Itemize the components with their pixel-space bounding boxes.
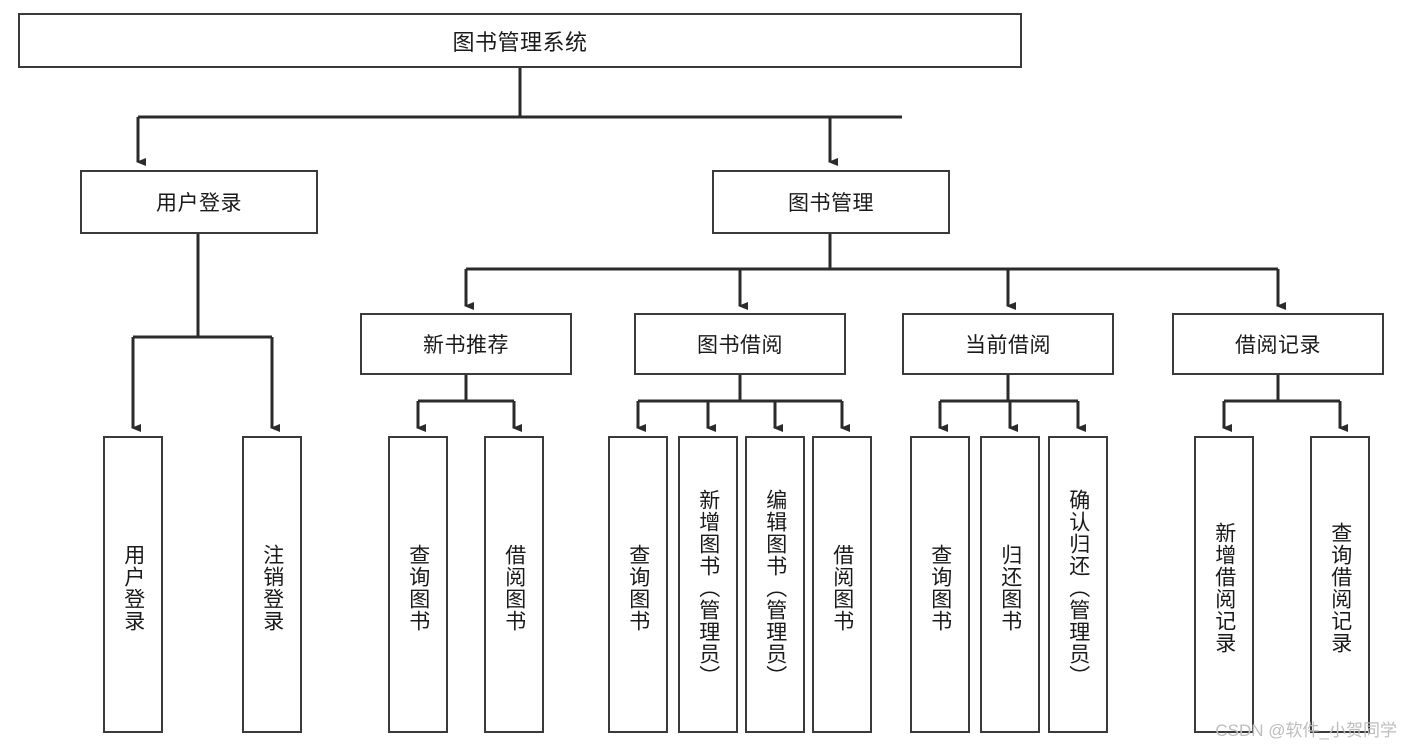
leaf-content: 用户登录	[105, 444, 161, 731]
node-current-borrow[interactable]: 当前借阅	[902, 313, 1114, 375]
csdn-watermark: CSDN @软件_小贺同学	[1215, 721, 1397, 740]
node-label: 查询借阅记录	[1328, 521, 1352, 654]
node-label: 查询图书	[406, 543, 430, 632]
leaf-query-book-new[interactable]: 查询图书	[388, 436, 448, 733]
leaf-content: 编辑图书（管理员）	[747, 444, 803, 731]
node-label: 借阅记录	[1235, 334, 1321, 357]
leaf-return-book[interactable]: 归还图书	[980, 436, 1040, 733]
leaf-query-book-borrow[interactable]: 查询图书	[608, 436, 668, 733]
node-label: 注销登录	[260, 543, 284, 632]
node-label: 新增借阅记录	[1212, 521, 1236, 654]
node-label: 图书借阅	[697, 334, 783, 357]
leaf-content: 注销登录	[244, 444, 300, 731]
node-label: 当前借阅	[965, 334, 1051, 357]
node-label: 归还图书	[998, 543, 1022, 632]
leaf-query-book-current[interactable]: 查询图书	[910, 436, 970, 733]
leaf-confirm-return-admin[interactable]: 确认归还（管理员）	[1048, 436, 1108, 733]
node-label: 用户登录	[156, 192, 242, 215]
leaf-borrow-book[interactable]: 借阅图书	[812, 436, 872, 733]
leaf-content: 借阅图书	[814, 444, 870, 731]
node-label: 图书管理	[788, 192, 874, 215]
leaf-content: 查询图书	[390, 444, 446, 731]
node-new-book-recommend[interactable]: 新书推荐	[360, 313, 572, 375]
leaf-content: 确认归还（管理员）	[1050, 444, 1106, 731]
leaf-content: 新增借阅记录	[1196, 444, 1252, 731]
leaf-edit-book-admin[interactable]: 编辑图书（管理员）	[745, 436, 805, 733]
node-book-borrow[interactable]: 图书借阅	[634, 313, 846, 375]
node-root-system[interactable]: 图书管理系统	[18, 13, 1022, 68]
node-user-login[interactable]: 用户登录	[80, 170, 318, 234]
leaf-content: 查询图书	[610, 444, 666, 731]
node-label: 新增图书（管理员）	[696, 488, 720, 687]
node-book-management[interactable]: 图书管理	[712, 170, 950, 234]
leaf-query-borrow-record[interactable]: 查询借阅记录	[1310, 436, 1370, 733]
leaf-content: 新增图书（管理员）	[680, 444, 736, 731]
node-label: 图书管理系统	[452, 29, 588, 55]
leaf-content: 查询借阅记录	[1312, 444, 1368, 731]
leaf-content: 查询图书	[912, 444, 968, 731]
node-borrow-record[interactable]: 借阅记录	[1172, 313, 1384, 375]
leaf-content: 归还图书	[982, 444, 1038, 731]
node-label: 用户登录	[121, 543, 145, 632]
node-label: 确认归还（管理员）	[1066, 488, 1090, 687]
leaf-borrow-book-new[interactable]: 借阅图书	[484, 436, 544, 733]
leaf-logout[interactable]: 注销登录	[242, 436, 302, 733]
leaf-user-login[interactable]: 用户登录	[103, 436, 163, 733]
node-label: 编辑图书（管理员）	[763, 488, 787, 687]
node-label: 新书推荐	[423, 334, 509, 357]
leaf-add-borrow-record[interactable]: 新增借阅记录	[1194, 436, 1254, 733]
node-label: 查询图书	[928, 543, 952, 632]
node-label: 借阅图书	[502, 543, 526, 632]
leaf-add-book-admin[interactable]: 新增图书（管理员）	[678, 436, 738, 733]
leaf-content: 借阅图书	[486, 444, 542, 731]
node-label: 借阅图书	[830, 543, 854, 632]
node-label: 查询图书	[626, 543, 650, 632]
